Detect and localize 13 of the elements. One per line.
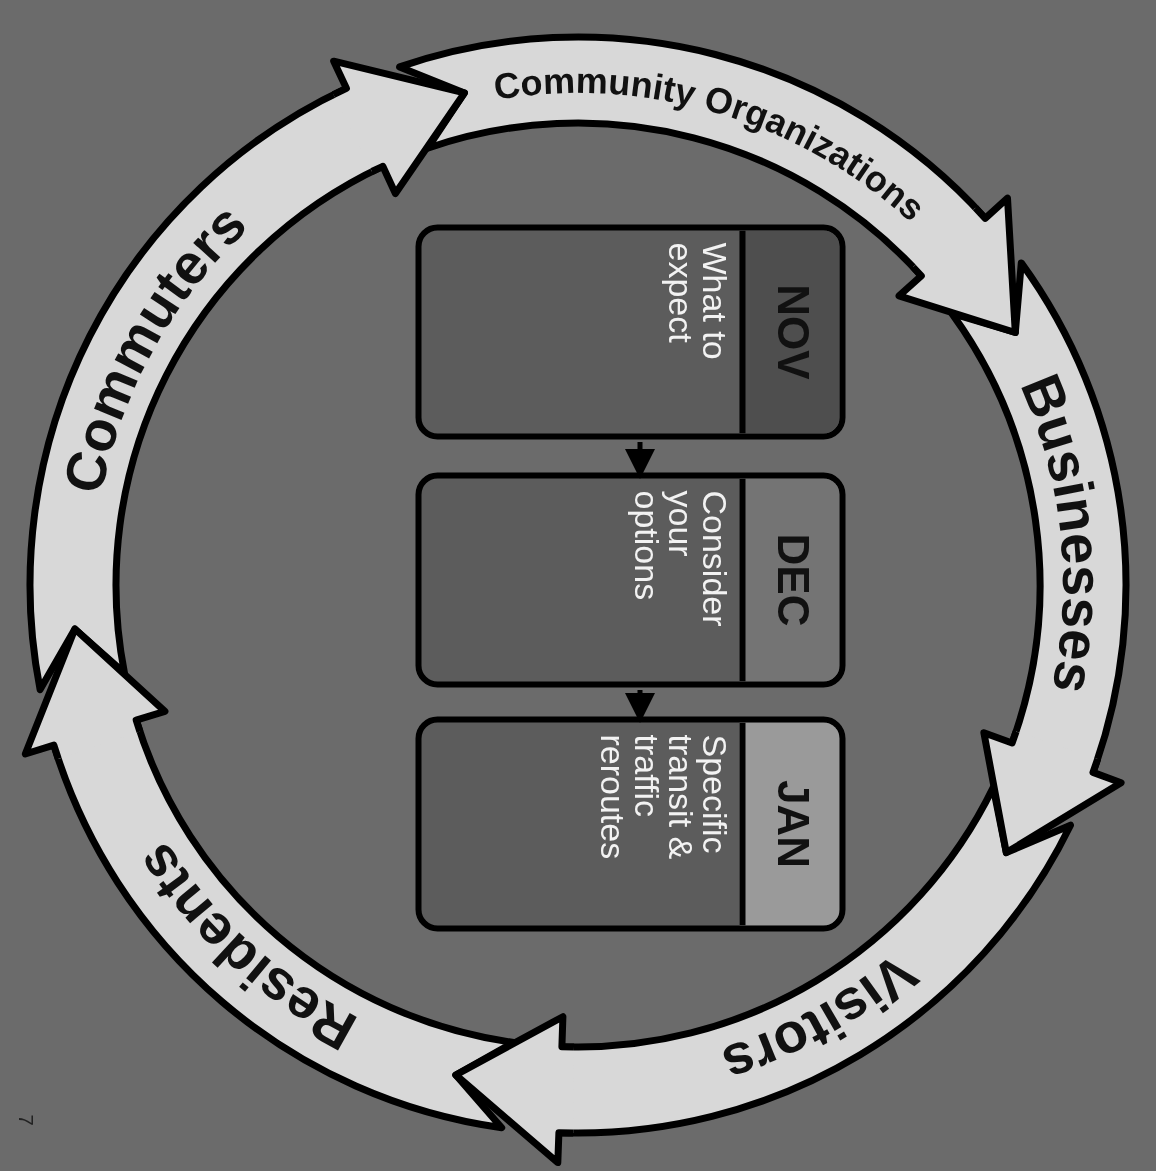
arrowhead bbox=[980, 728, 1125, 857]
card-text: What to expect bbox=[663, 241, 735, 362]
month-card bbox=[415, 224, 846, 440]
card-text: Consider your options bbox=[629, 489, 735, 629]
card-text: Specific transit & traffic reroutes bbox=[595, 733, 735, 862]
page-number: 7 bbox=[13, 1114, 38, 1126]
arrowhead bbox=[21, 625, 169, 763]
arrow bbox=[625, 690, 655, 723]
arrowhead bbox=[330, 57, 468, 197]
month-card bbox=[415, 472, 846, 688]
arrow bbox=[625, 442, 655, 479]
month-card bbox=[415, 716, 846, 932]
arrowhead bbox=[895, 194, 1019, 336]
